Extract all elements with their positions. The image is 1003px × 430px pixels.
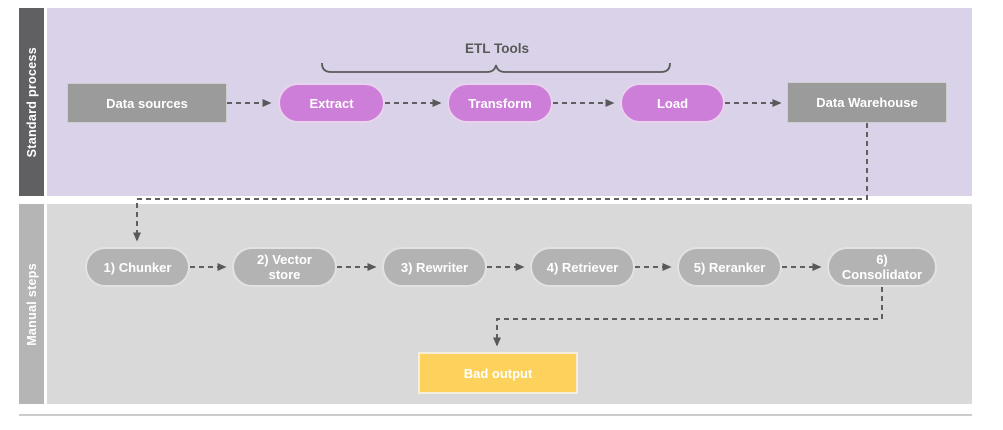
lane-standard-process-bar: Standard process — [19, 8, 44, 196]
node-reranker: 5) Reranker — [677, 247, 782, 287]
lane-manual-steps-bar: Manual steps — [19, 204, 44, 404]
node-extract: Extract — [278, 83, 385, 123]
node-chunker: 1) Chunker — [85, 247, 190, 287]
node-data-sources: Data sources — [67, 83, 227, 123]
node-data-warehouse: Data Warehouse — [787, 82, 947, 123]
lane-standard-process-label: Standard process — [24, 46, 39, 158]
node-bad-output: Bad output — [418, 352, 578, 394]
etl-tools-label: ETL Tools — [465, 41, 529, 56]
node-rewriter: 3) Rewriter — [382, 247, 487, 287]
node-consolidator: 6) Consolidator — [827, 247, 937, 287]
bottom-divider-line — [19, 414, 972, 416]
lane-manual-steps-label: Manual steps — [24, 262, 39, 346]
node-retriever: 4) Retriever — [530, 247, 635, 287]
node-transform: Transform — [447, 83, 553, 123]
node-vector-store: 2) Vector store — [232, 247, 337, 287]
node-load: Load — [620, 83, 725, 123]
